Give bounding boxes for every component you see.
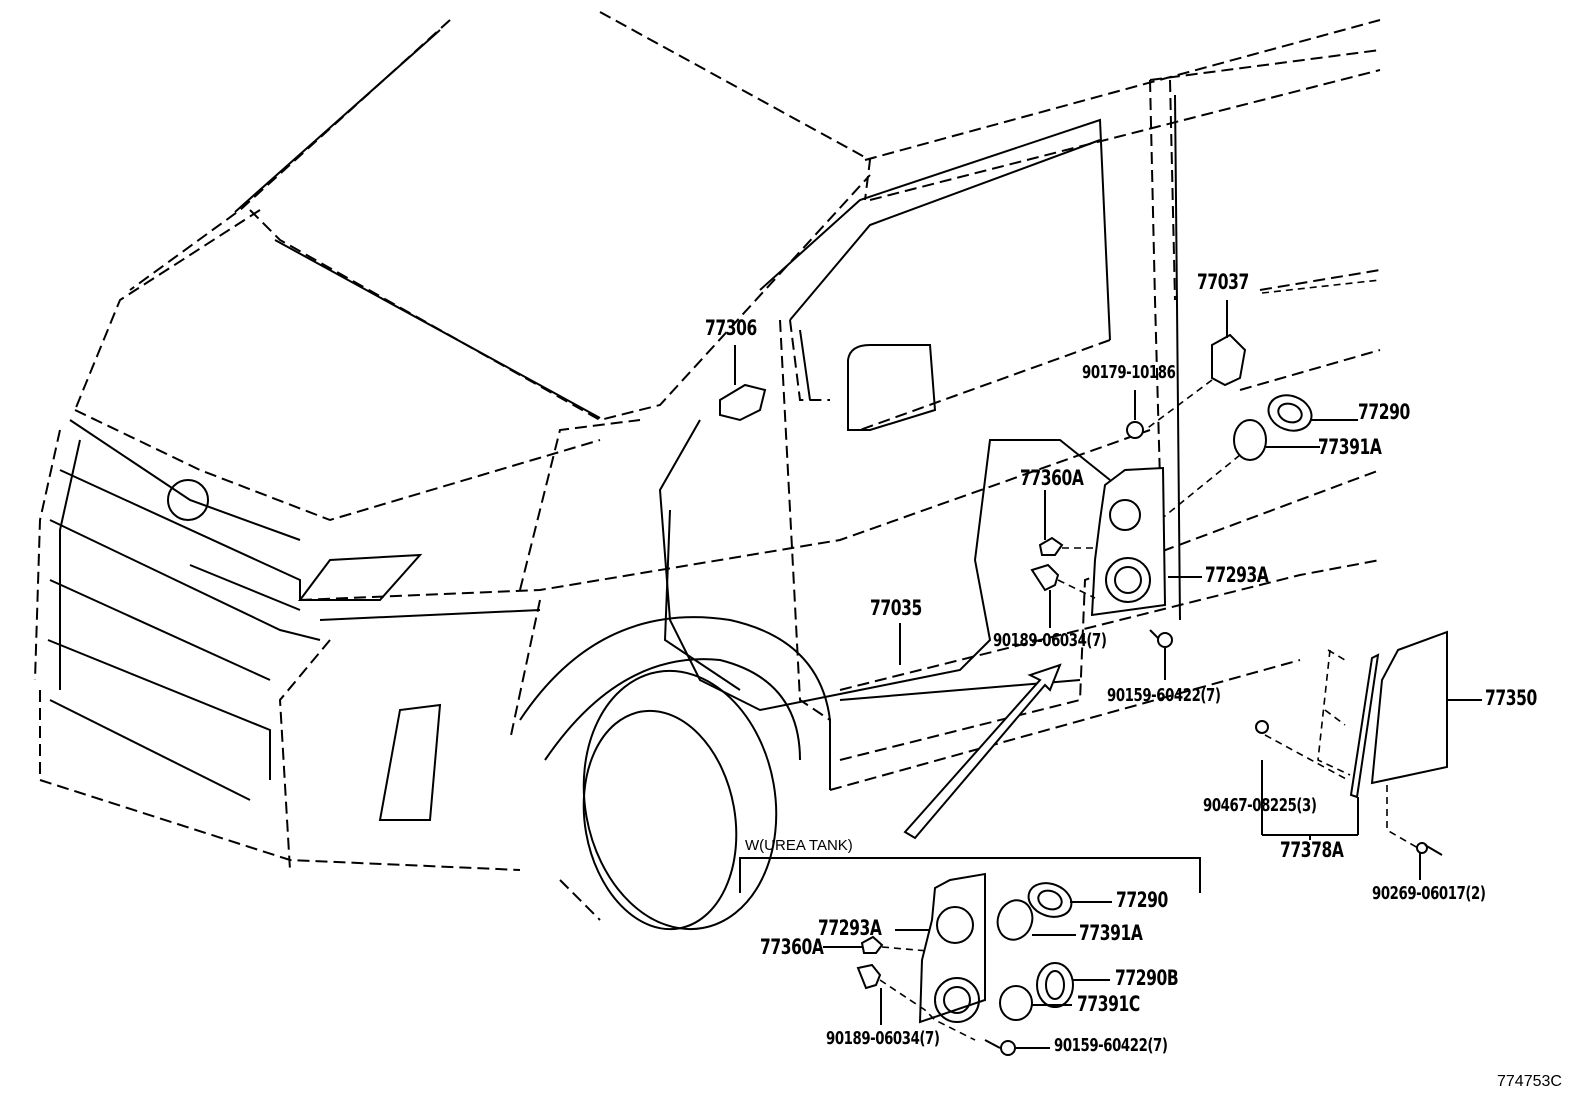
inset-frame — [739, 857, 1201, 1056]
part-77378A-strip — [1261, 649, 1380, 840]
inset-callout-77391C: 77391C — [1077, 992, 1140, 1016]
callout-77350: 77350 — [1485, 686, 1537, 710]
diagram-reference-code: 774753C — [1497, 1073, 1562, 1090]
part-77290-cap — [1267, 394, 1358, 432]
part-90179-nut — [1126, 390, 1144, 439]
inset-callout-77391A: 77391A — [1079, 921, 1143, 945]
callout-77035: 77035 — [870, 596, 922, 620]
inset-callout-77290B: 77290B — [1115, 966, 1179, 990]
cable-77035 — [658, 419, 1111, 712]
callout-77293A: 77293A — [1205, 563, 1269, 587]
callout-77378A: 77378A — [1280, 838, 1344, 862]
vehicle-body-outline — [34, 11, 1381, 931]
part-77293A-housing — [1090, 466, 1202, 617]
callout-90467-08225: 90467-08225(3) — [1203, 795, 1317, 816]
inset-callout-77290: 77290 — [1116, 888, 1168, 912]
callout-77391A: 77391A — [1318, 435, 1382, 459]
part-77350-panel — [1370, 630, 1482, 785]
callout-77037: 77037 — [1197, 270, 1249, 294]
callout-90159-60422: 90159-60422(7) — [1107, 685, 1221, 706]
leader-lines — [899, 279, 1381, 665]
part-90269-pin — [1386, 785, 1443, 880]
inset-callout-90189-06034: 90189-06034(7) — [826, 1028, 940, 1049]
callout-90189-06034: 90189-06034(7) — [993, 630, 1107, 651]
inset-callout-77360A: 77360A — [760, 935, 824, 959]
part-77360A-clip — [1038, 490, 1098, 556]
part-77391A-ring — [1159, 419, 1320, 521]
part-90467-clip — [1255, 720, 1269, 734]
part-90189-bracket — [1030, 563, 1096, 628]
callout-90179-10186: 90179-10186 — [1082, 362, 1176, 383]
callout-77360A: 77360A — [1020, 466, 1084, 490]
part-77037-lock — [1144, 300, 1247, 431]
inset-caption: W(UREA TANK) — [745, 837, 853, 854]
callout-77306: 77306 — [705, 316, 757, 340]
part-90159-screw — [1149, 629, 1173, 680]
inset-callout-77293A: 77293A — [818, 916, 882, 940]
inset-callout-90159-60422: 90159-60422(7) — [1054, 1035, 1168, 1056]
callout-90269-06017: 90269-06017(2) — [1372, 883, 1486, 904]
part-77306-lever — [719, 345, 767, 422]
callout-77290: 77290 — [1358, 400, 1410, 424]
inset-pointer-arrow — [903, 663, 1062, 840]
